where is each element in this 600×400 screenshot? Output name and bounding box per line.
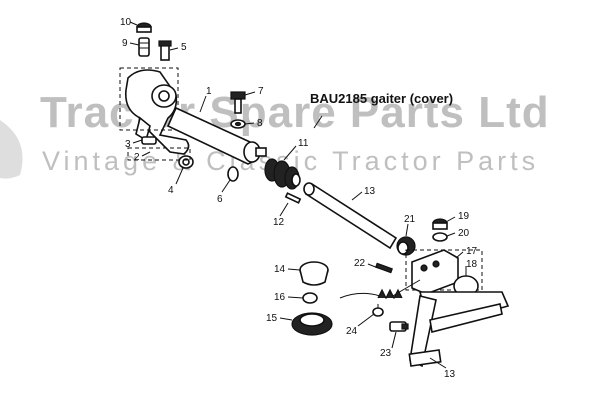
callout-20: 20	[458, 228, 470, 239]
callout-3: 3	[125, 139, 131, 150]
callout-6: 6	[217, 194, 223, 205]
key-22	[375, 262, 393, 274]
callout-7: 7	[258, 86, 264, 97]
callout-5: 5	[181, 42, 187, 53]
callout-12: 12	[273, 217, 285, 228]
callout-13-shaft: 13	[364, 186, 376, 197]
gaiter-11	[264, 158, 301, 190]
nut-19	[432, 218, 448, 230]
callout-19: 19	[458, 211, 470, 222]
pedal-bracket	[411, 249, 479, 297]
callout-23: 23	[380, 348, 392, 359]
callout-21: 21	[404, 214, 416, 225]
callout-14: 14	[274, 264, 286, 275]
callout-16: 16	[274, 292, 286, 303]
washer-20	[432, 232, 448, 242]
pedal-frame	[408, 291, 510, 368]
callout-22: 22	[354, 258, 366, 269]
watermark-title: Tractor Spare Parts Ltd	[40, 88, 550, 137]
callout-1: 1	[206, 86, 212, 97]
ring-6	[227, 166, 239, 182]
watermark-logo-shape	[0, 120, 23, 179]
pin-3	[141, 136, 157, 145]
annotation-arrow	[313, 115, 323, 129]
callout-17: 17	[466, 246, 478, 257]
bush-21	[396, 236, 416, 256]
leader-lines	[129, 21, 467, 369]
callout-13-frame: 13	[444, 369, 456, 380]
bolt-7	[230, 91, 246, 114]
plug-23	[389, 321, 409, 332]
nut-10	[136, 22, 152, 33]
callout-8: 8	[257, 118, 263, 129]
pin-12	[284, 192, 302, 204]
stud-9	[138, 37, 150, 57]
cross-shaft	[166, 106, 267, 165]
cap-14	[299, 261, 329, 286]
callout-18: 18	[466, 259, 478, 270]
callout-24: 24	[346, 326, 358, 337]
callout-15: 15	[266, 313, 278, 324]
washer-16	[302, 292, 318, 304]
callout-labels: 10 9 5 1 7 8 3 2 4 11 6 12 13 21 19 20 1…	[120, 17, 478, 380]
spring-24	[339, 279, 421, 317]
bracket-group-outline	[119, 67, 179, 131]
washer-4	[178, 155, 194, 169]
callout-4: 4	[168, 185, 174, 196]
bolt-5	[158, 40, 172, 61]
callout-2: 2	[134, 152, 140, 163]
shaft-13	[303, 182, 398, 250]
callout-10: 10	[120, 17, 132, 28]
gaiter-annotation: BAU2185 gaiter (cover)	[310, 91, 453, 106]
washer-8	[230, 119, 246, 129]
callout-9: 9	[122, 38, 128, 49]
callout-11: 11	[298, 138, 309, 149]
washer-group-outline	[127, 147, 191, 161]
seal-15	[291, 312, 333, 336]
